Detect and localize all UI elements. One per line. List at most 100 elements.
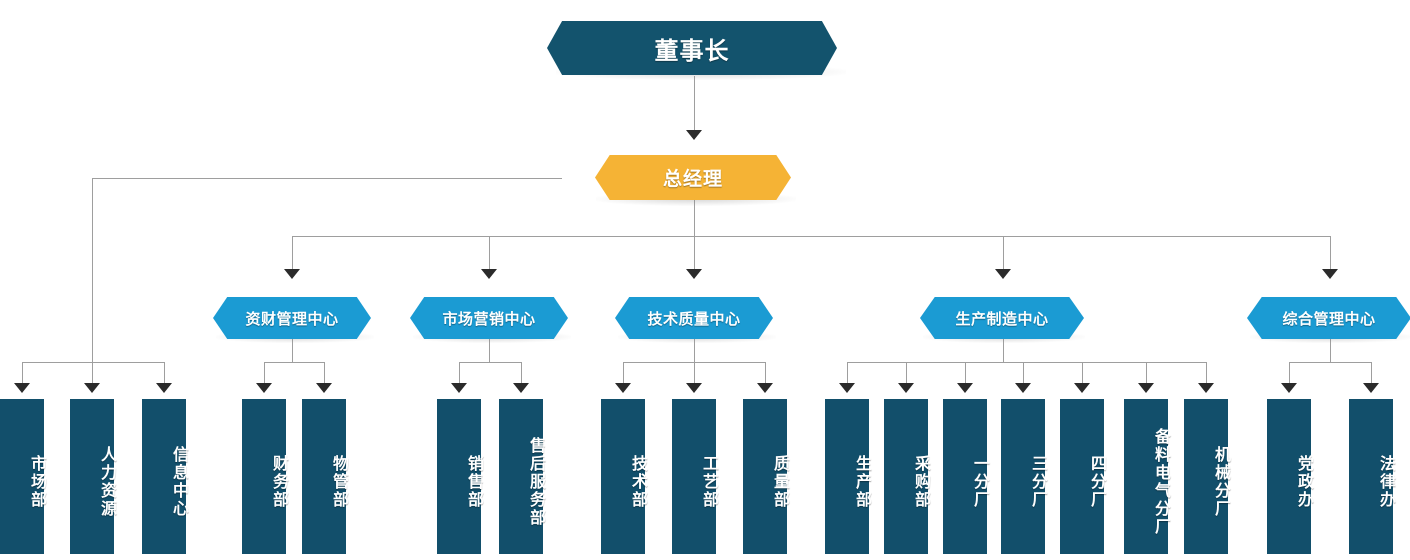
dept-quality-label: 质量部 xyxy=(771,454,788,509)
node-center-marketing-label: 市场营销中心 xyxy=(442,310,536,328)
connector-center-1 xyxy=(489,236,490,271)
dept-production[interactable]: 生产部 xyxy=(825,399,870,554)
dept-plant-four[interactable]: 四分厂 xyxy=(1060,399,1105,554)
dept-production-label: 生产部 xyxy=(853,454,870,509)
arrow-general-affairs-dept-1 xyxy=(1363,383,1379,393)
connector-marketing-bar xyxy=(459,362,521,363)
connector-direct-dept-2 xyxy=(164,362,165,385)
connector-general-affairs-dept-1 xyxy=(1371,362,1372,385)
arrow-center-3 xyxy=(995,269,1011,279)
dept-plant-one-label: 一分厂 xyxy=(971,454,988,509)
dept-plant-one[interactable]: 一分厂 xyxy=(943,399,988,554)
node-center-technical-label: 技术质量中心 xyxy=(647,310,741,328)
arrow-production-dept-1 xyxy=(898,383,914,393)
dept-sales[interactable]: 销售部 xyxy=(437,399,482,554)
connector-direct-dept-1 xyxy=(92,362,93,385)
connector-gm-drop xyxy=(694,200,695,236)
connector-general-affairs-drop xyxy=(1330,338,1331,362)
node-general-manager[interactable]: 总经理 xyxy=(595,155,791,200)
connector-direct-dept-0 xyxy=(22,362,23,385)
node-center-general-affairs[interactable]: 综合管理中心 xyxy=(1247,297,1410,339)
connector-technical-drop xyxy=(694,338,695,362)
dept-technology-label: 技术部 xyxy=(629,454,646,509)
dept-purchasing-label: 采购部 xyxy=(912,454,929,509)
dept-process[interactable]: 工艺部 xyxy=(672,399,717,554)
dept-human-resources[interactable]: 人力资源 xyxy=(70,399,115,554)
dept-materials-label: 物管部 xyxy=(330,454,347,509)
arrow-center-0 xyxy=(284,269,300,279)
dept-plant-four-label: 四分厂 xyxy=(1088,454,1105,509)
arrow-gm xyxy=(686,130,702,140)
dept-finance[interactable]: 财务部 xyxy=(242,399,287,554)
connector-gm-left-branch xyxy=(92,178,562,179)
arrow-production-dept-0 xyxy=(839,383,855,393)
arrow-direct-dept-1 xyxy=(84,383,100,393)
arrow-production-dept-6 xyxy=(1198,383,1214,393)
connector-general-affairs-bar xyxy=(1289,362,1371,363)
arrow-production-dept-4 xyxy=(1074,383,1090,393)
connector-production-dept-1 xyxy=(906,362,907,385)
dept-market[interactable]: 市场部 xyxy=(0,399,45,554)
connector-technical-dept-0 xyxy=(623,362,624,385)
dept-finance-label: 财务部 xyxy=(270,454,287,509)
dept-party-administration-label: 党政办 xyxy=(1295,454,1312,509)
node-center-general-affairs-label: 综合管理中心 xyxy=(1282,310,1376,328)
connector-center-3 xyxy=(1003,236,1004,271)
connector-direct-dept-bar xyxy=(22,362,164,363)
connector-production-dept-0 xyxy=(847,362,848,385)
dept-after-sales-service[interactable]: 售后服务部 xyxy=(499,399,544,554)
node-general-manager-label: 总经理 xyxy=(662,169,723,190)
arrow-technical-dept-0 xyxy=(615,383,631,393)
connector-general-affairs-dept-0 xyxy=(1289,362,1290,385)
dept-information-center-label: 信息中心 xyxy=(170,445,187,518)
connector-left-branch-drop xyxy=(92,178,93,362)
node-center-technical[interactable]: 技术质量中心 xyxy=(615,297,773,339)
node-chairman[interactable]: 董事长 xyxy=(547,21,837,75)
dept-legal[interactable]: 法律办 xyxy=(1349,399,1394,554)
connector-finance-bar xyxy=(264,362,324,363)
dept-material-electrical-plant-label: 备料电气分厂 xyxy=(1152,427,1169,536)
dept-mechanical-plant-label: 机械分厂 xyxy=(1212,445,1229,518)
connector-production-dept-3 xyxy=(1023,362,1024,385)
dept-party-administration[interactable]: 党政办 xyxy=(1267,399,1312,554)
dept-plant-three[interactable]: 三分厂 xyxy=(1001,399,1046,554)
connector-production-dept-4 xyxy=(1082,362,1083,385)
node-chairman-label: 董事长 xyxy=(654,37,730,65)
connector-center-0 xyxy=(292,236,293,271)
connector-production-dept-2 xyxy=(965,362,966,385)
connector-chairman-to-gm xyxy=(694,76,695,132)
dept-technology[interactable]: 技术部 xyxy=(601,399,646,554)
dept-plant-three-label: 三分厂 xyxy=(1029,454,1046,509)
connector-centers-bar xyxy=(292,236,1330,237)
arrow-production-dept-3 xyxy=(1015,383,1031,393)
arrow-direct-dept-2 xyxy=(156,383,172,393)
connector-technical-dept-2 xyxy=(765,362,766,385)
connector-finance-dept-1 xyxy=(324,362,325,385)
dept-materials[interactable]: 物管部 xyxy=(302,399,347,554)
arrow-direct-dept-0 xyxy=(14,383,30,393)
node-center-production-label: 生产制造中心 xyxy=(955,310,1049,328)
arrow-center-2 xyxy=(686,269,702,279)
dept-purchasing[interactable]: 采购部 xyxy=(884,399,929,554)
node-center-marketing[interactable]: 市场营销中心 xyxy=(410,297,568,339)
arrow-marketing-dept-1 xyxy=(513,383,529,393)
arrow-production-dept-2 xyxy=(957,383,973,393)
connector-marketing-dept-0 xyxy=(459,362,460,385)
dept-material-electrical-plant[interactable]: 备料电气分厂 xyxy=(1124,399,1169,554)
node-center-finance-label: 资财管理中心 xyxy=(245,310,339,328)
dept-information-center[interactable]: 信息中心 xyxy=(142,399,187,554)
dept-legal-label: 法律办 xyxy=(1377,454,1394,509)
connector-marketing-dept-1 xyxy=(521,362,522,385)
node-center-production[interactable]: 生产制造中心 xyxy=(920,297,1084,339)
connector-production-bar xyxy=(847,362,1206,363)
dept-mechanical-plant[interactable]: 机械分厂 xyxy=(1184,399,1229,554)
node-center-finance[interactable]: 资财管理中心 xyxy=(213,297,371,339)
arrow-technical-dept-2 xyxy=(757,383,773,393)
dept-human-resources-label: 人力资源 xyxy=(98,445,115,518)
dept-after-sales-service-label: 售后服务部 xyxy=(527,436,544,527)
connector-finance-drop xyxy=(292,338,293,362)
connector-production-drop xyxy=(1003,338,1004,362)
arrow-technical-dept-1 xyxy=(686,383,702,393)
dept-quality[interactable]: 质量部 xyxy=(743,399,788,554)
